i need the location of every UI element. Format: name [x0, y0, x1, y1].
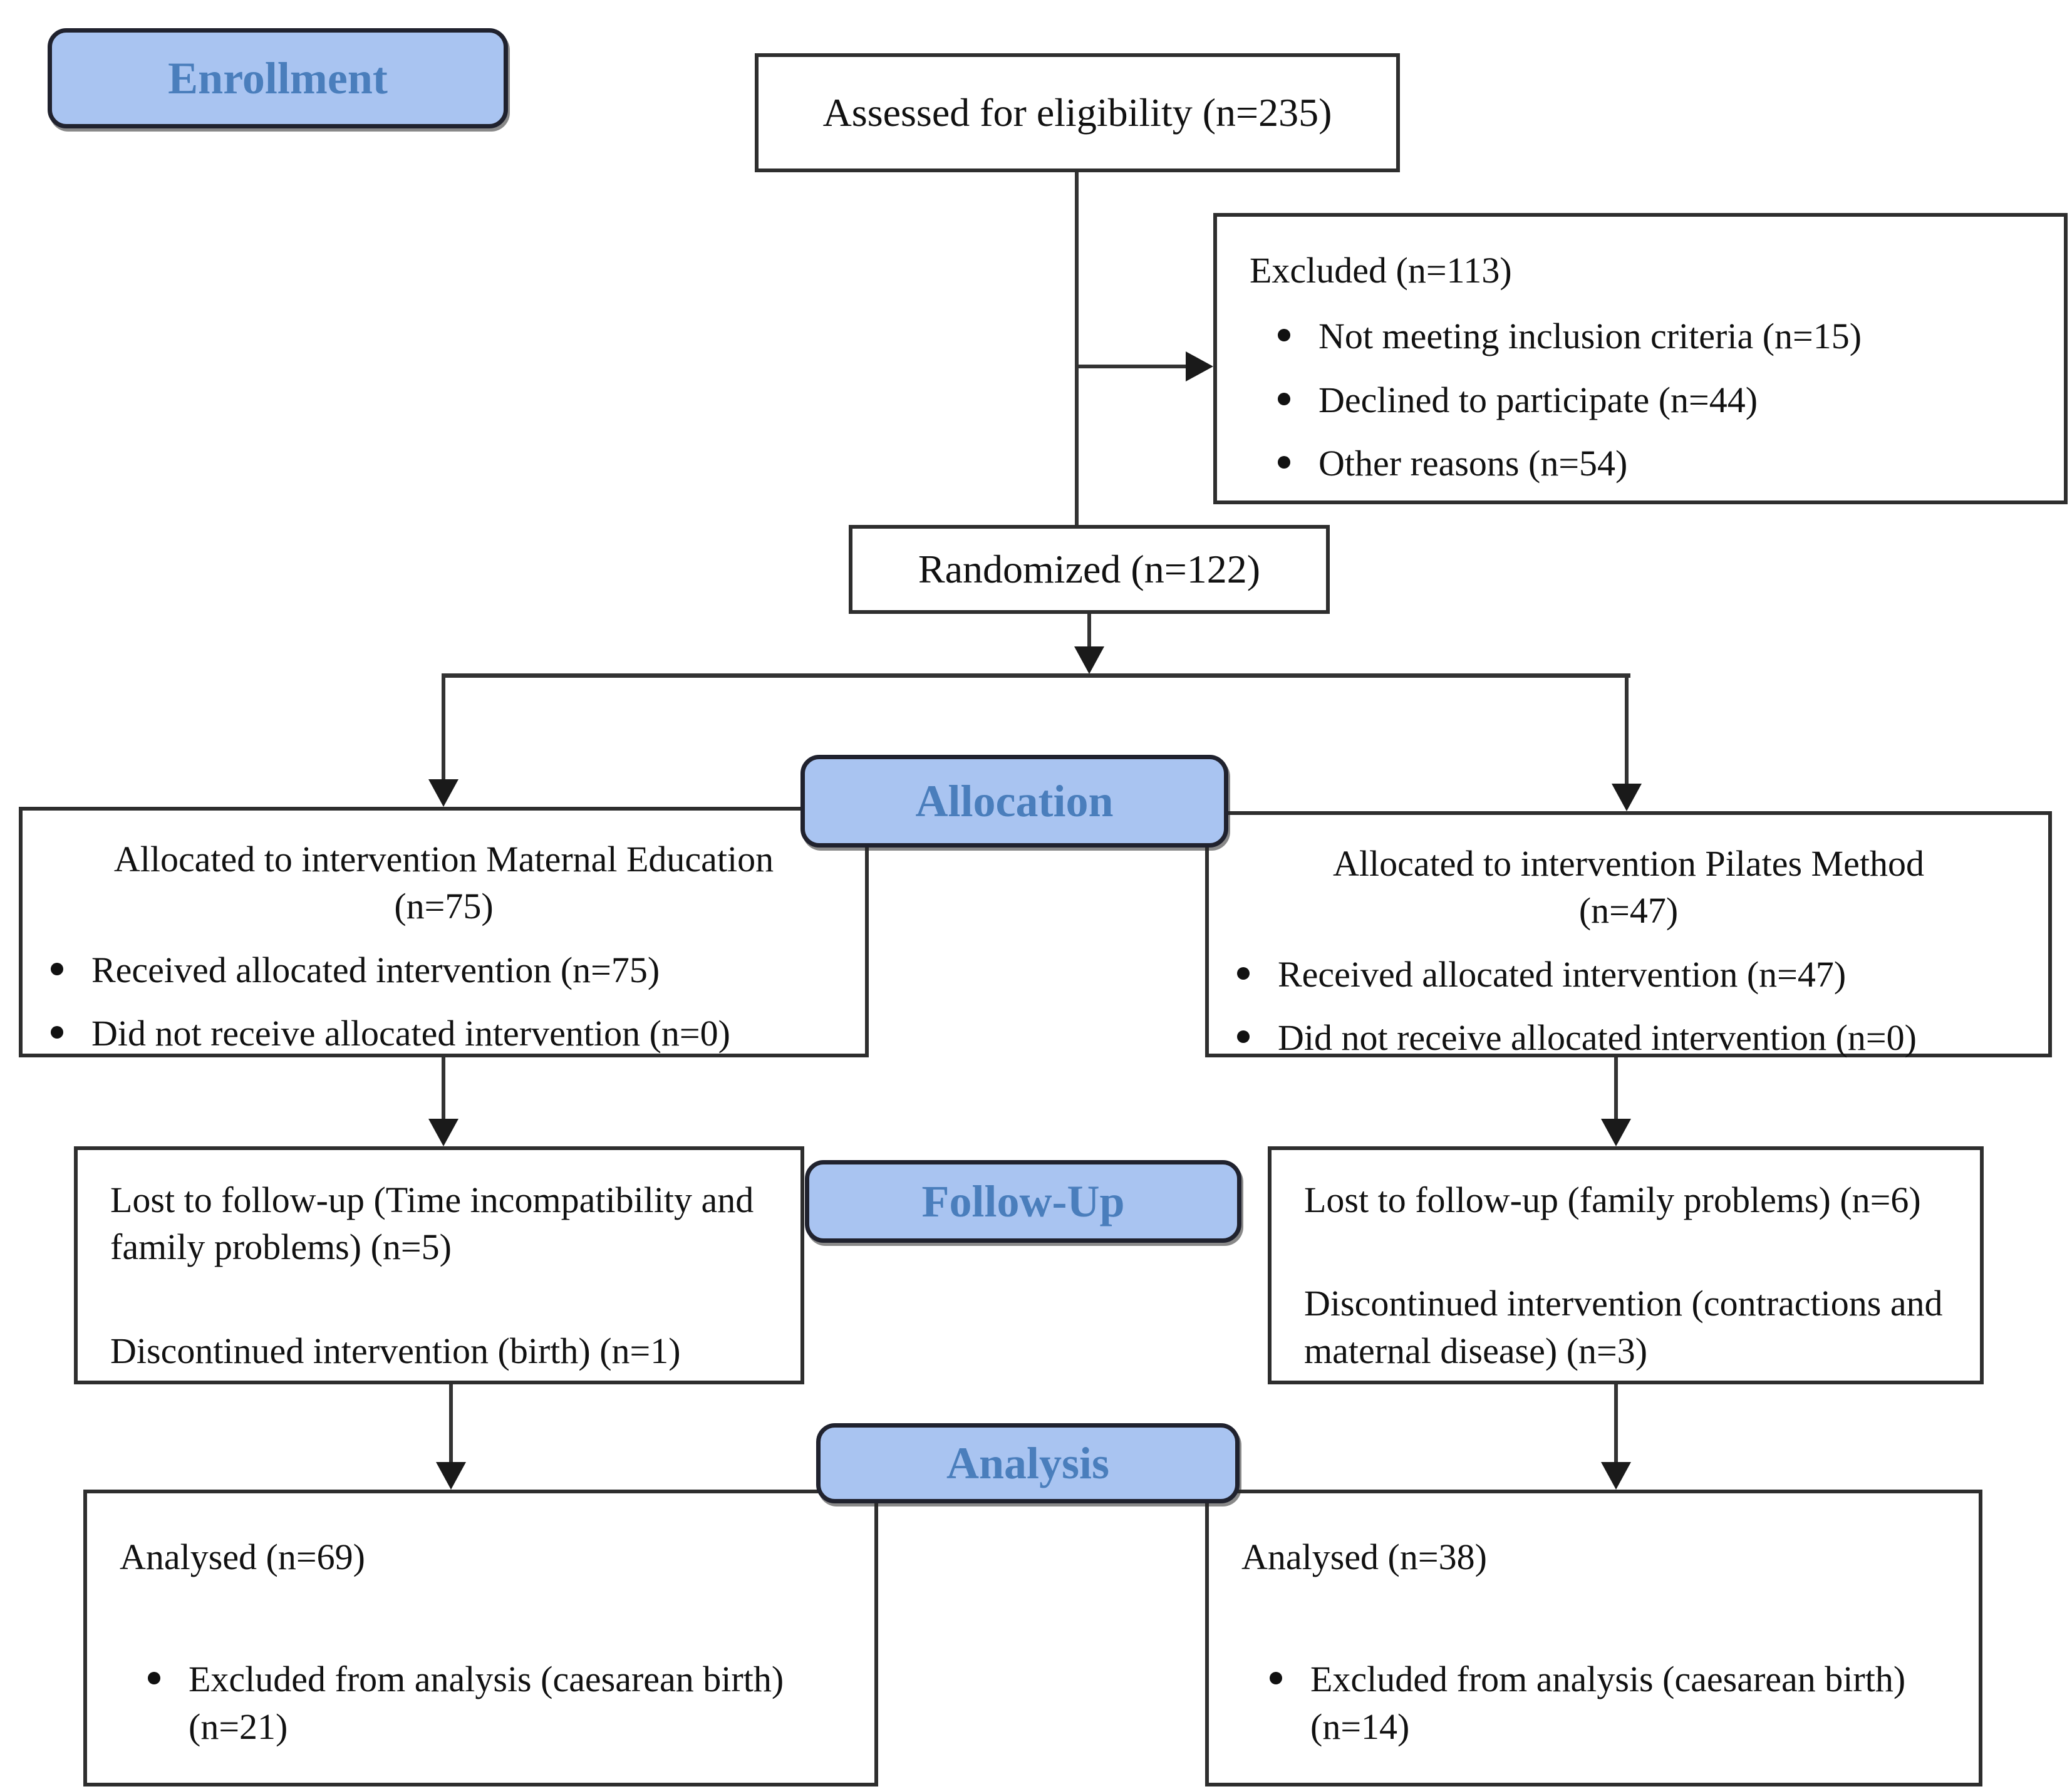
bullet-icon: [1250, 313, 1318, 342]
list-item: Excluded from analysis (caesarean birth)…: [1241, 1656, 1946, 1750]
connector-followup-right-to-analysis-right: [1614, 1384, 1618, 1463]
list-item: Did not receive allocated intervention (…: [23, 1010, 865, 1057]
alloc-right-bullet-list: Received allocated intervention (n=47) D…: [1209, 951, 2048, 1062]
excluded-title: Excluded (n=113): [1250, 250, 1512, 291]
list-item: Excluded from analysis (caesarean birth)…: [120, 1656, 842, 1750]
analysis-right-title: Analysed (n=38): [1241, 1537, 1487, 1577]
bullet-icon: [23, 946, 91, 975]
box-followup-right: Lost to follow-up (family problems) (n=6…: [1268, 1146, 1984, 1384]
stage-label-allocation: Allocation: [800, 755, 1228, 848]
excluded-bullet-list: Not meeting inclusion criteria (n=15) De…: [1250, 313, 2031, 487]
arrowhead-into-followup-right: [1601, 1119, 1631, 1146]
arrowhead-into-analysis-right: [1601, 1462, 1631, 1490]
followup-left-lost: Lost to follow-up (Time incompatibility …: [110, 1180, 754, 1268]
connector-randomized-stem: [1087, 614, 1091, 648]
followup-right-discontinued: Discontinued intervention (contractions …: [1304, 1283, 1943, 1371]
alloc-right-title: Allocated to intervention Pilates Method…: [1333, 843, 1924, 931]
list-item: Not meeting inclusion criteria (n=15): [1250, 313, 2031, 360]
stage-label-enrollment: Enrollment: [48, 28, 508, 128]
followup-left-discontinued: Discontinued intervention (birth) (n=1): [110, 1330, 681, 1371]
connector-assessed-to-randomized: [1075, 171, 1079, 525]
arrowhead-into-followup-left: [428, 1119, 458, 1146]
assessed-text: Assessed for eligibility (n=235): [822, 90, 1332, 135]
arrowhead-onto-branch-line: [1074, 646, 1104, 674]
list-item: Declined to participate (n=44): [1250, 376, 2031, 423]
bullet-icon: [23, 1010, 91, 1039]
box-analysis-right: Analysed (n=38) Excluded from analysis (…: [1205, 1490, 1982, 1786]
connector-alloc-right-to-followup-right: [1614, 1057, 1618, 1120]
analysis-left-bullet-list: Excluded from analysis (caesarean birth)…: [120, 1656, 842, 1750]
connector-followup-left-to-analysis-left: [449, 1384, 453, 1463]
arrowhead-into-allocation-left: [428, 779, 458, 807]
alloc-left-bullet-list: Received allocated intervention (n=75) D…: [23, 946, 865, 1057]
arrowhead-into-excluded: [1186, 351, 1213, 381]
stage-label-followup: Follow-Up: [805, 1160, 1241, 1243]
box-excluded: Excluded (n=113) Not meeting inclusion c…: [1213, 213, 2068, 504]
arrowhead-into-allocation-right: [1612, 784, 1642, 811]
connector-branch-left-drop: [442, 673, 445, 780]
connector-alloc-left-to-followup-left: [442, 1057, 445, 1120]
stage-label-analysis: Analysis: [816, 1423, 1240, 1503]
bullet-icon: [1209, 951, 1278, 980]
box-allocation-maternal-education: Allocated to intervention Maternal Educa…: [19, 807, 869, 1057]
arrowhead-into-analysis-left: [436, 1462, 466, 1490]
bullet-icon: [120, 1656, 189, 1685]
list-item: Received allocated intervention (n=47): [1209, 951, 2048, 998]
bullet-icon: [1209, 1014, 1278, 1044]
list-item: Received allocated intervention (n=75): [23, 946, 865, 993]
bullet-icon: [1241, 1656, 1310, 1685]
list-item: Did not receive allocated intervention (…: [1209, 1014, 2048, 1061]
followup-right-lost: Lost to follow-up (family problems) (n=6…: [1304, 1180, 1921, 1220]
box-followup-left: Lost to follow-up (Time incompatibility …: [74, 1146, 804, 1384]
connector-branch-to-excluded: [1077, 365, 1189, 368]
alloc-left-title: Allocated to intervention Maternal Educa…: [113, 839, 774, 927]
box-randomized: Randomized (n=122): [849, 525, 1330, 614]
connector-branch-horizontal: [442, 673, 1630, 678]
analysis-right-bullet-list: Excluded from analysis (caesarean birth)…: [1241, 1656, 1946, 1750]
box-assessed-for-eligibility: Assessed for eligibility (n=235): [755, 53, 1400, 172]
bullet-icon: [1250, 440, 1318, 469]
list-item: Other reasons (n=54): [1250, 440, 2031, 487]
analysis-left-title: Analysed (n=69): [120, 1537, 365, 1577]
bullet-icon: [1250, 376, 1318, 405]
connector-branch-right-drop: [1625, 673, 1629, 784]
box-analysis-left: Analysed (n=69) Excluded from analysis (…: [83, 1490, 878, 1786]
box-allocation-pilates-method: Allocated to intervention Pilates Method…: [1205, 811, 2052, 1058]
randomized-text: Randomized (n=122): [918, 547, 1261, 592]
